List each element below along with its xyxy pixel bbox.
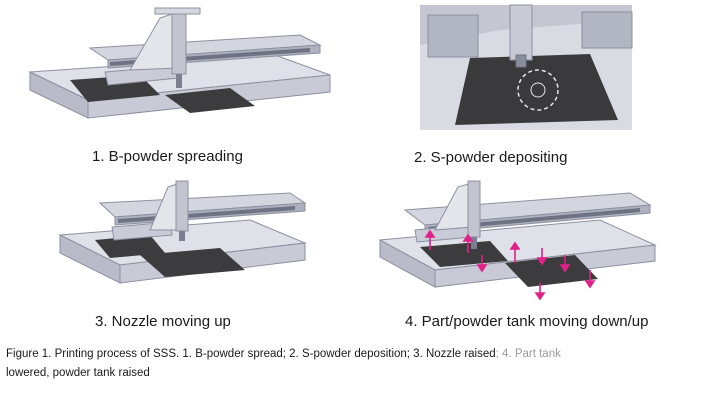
figure-caption: Figure 1. Printing process of SSS. 1. B-… xyxy=(6,345,666,383)
panel-3-label: 3. Nozzle moving up xyxy=(95,313,231,330)
panel-2-label: 2. S-powder depositing xyxy=(414,149,568,166)
powder-bed-right xyxy=(165,88,255,113)
gear-outline xyxy=(517,69,559,111)
caption-faded: ; 4. Part tank xyxy=(495,348,561,360)
panel-4-label: 4. Part/powder tank moving down/up xyxy=(405,313,649,330)
caption-main: Figure 1. Printing process of SSS. 1. B-… xyxy=(6,348,496,360)
printer-illustration-4 xyxy=(378,180,657,301)
panel-1: 1. B-powder spreading xyxy=(0,0,350,175)
caption-line2: lowered, powder tank raised xyxy=(6,367,150,379)
printer-illustration-3 xyxy=(58,180,307,284)
motion-arrows xyxy=(424,229,596,301)
panel-3: 3. Nozzle moving up xyxy=(0,175,350,340)
panel-1-label: 1. B-powder spreading xyxy=(92,148,243,165)
panel-4: 4. Part/powder tank moving down/up xyxy=(350,175,701,340)
printer-illustration-1 xyxy=(28,7,331,119)
powder-bed-zoom xyxy=(455,54,618,125)
panel-2: 2. S-powder depositing xyxy=(350,0,701,175)
printer-illustration-2 xyxy=(420,4,633,130)
